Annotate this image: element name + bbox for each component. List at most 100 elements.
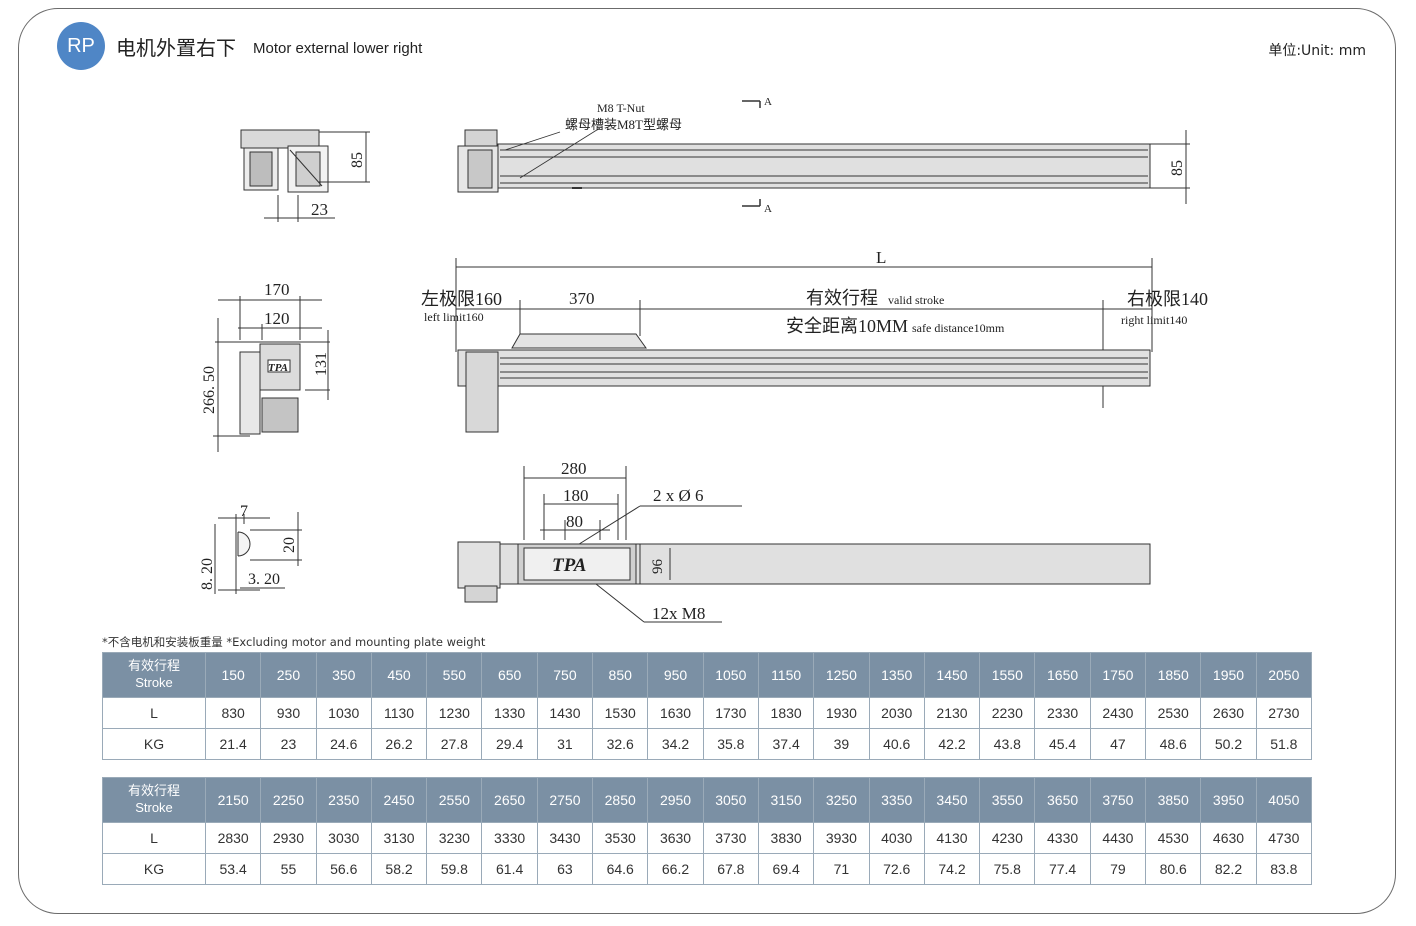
table-cell: 750 (536, 652, 594, 698)
row-label: L (102, 697, 206, 729)
table-cell: 4030 (868, 822, 925, 854)
tpa-logo-small: TPA (268, 362, 288, 374)
table-cell: 3450 (923, 777, 981, 823)
dim-85-left: 85 (349, 152, 366, 168)
stroke-label-en: Stroke (135, 675, 173, 690)
table-cell: 2750 (536, 777, 594, 823)
stroke-header-row: 有效行程 Stroke 2150 2250 2350 2450 2550 265… (102, 777, 1313, 823)
table-cell: 1850 (1145, 652, 1202, 698)
section-a-bottom: A (764, 203, 772, 215)
right-limit-en: right limit140 (1121, 313, 1187, 327)
table-cell: 2630 (1200, 697, 1257, 729)
table-cell: 1750 (1089, 652, 1147, 698)
table-cell: 1630 (647, 697, 704, 729)
safe-distance-cn: 安全距离10MM (786, 316, 908, 336)
table-cell: 1330 (481, 697, 538, 729)
table-cell: 4530 (1145, 822, 1202, 854)
table-cell: 3030 (315, 822, 372, 854)
dim-180: 180 (563, 486, 589, 505)
table-cell: 1250 (813, 652, 870, 698)
table-cell: 3950 (1200, 777, 1257, 823)
table-cell: 3830 (757, 822, 815, 854)
table-cell: 3430 (536, 822, 594, 854)
table-cell: 83.8 (1255, 853, 1313, 885)
table-cell: 2030 (868, 697, 925, 729)
table-cell: 56.6 (315, 853, 372, 885)
table-cell: 2330 (1034, 697, 1091, 729)
table-cell: 650 (481, 652, 538, 698)
table-cell: 1030 (315, 697, 372, 729)
table-cell: 72.6 (868, 853, 925, 885)
table-cell: 34.2 (647, 728, 704, 760)
spec-table-1: 有效行程 Stroke 150 250 350 450 550 650 750 … (102, 652, 1313, 760)
stroke-header-label: 有效行程 Stroke (102, 777, 206, 823)
table-cell: 74.2 (923, 853, 981, 885)
table-cell: 150 (204, 652, 262, 698)
table-cell: 3530 (592, 822, 649, 854)
length-row: L 2830 2930 3030 3130 3230 3330 3430 353… (102, 822, 1313, 854)
table-cell: 58.2 (370, 853, 428, 885)
dim-80: 80 (566, 512, 583, 531)
table-cell: 64.6 (592, 853, 649, 885)
dim-7: 7 (240, 503, 248, 520)
table-cell: 3930 (813, 822, 870, 854)
dim-131: 131 (313, 352, 330, 376)
dim-L: L (876, 248, 886, 267)
table-cell: 1150 (757, 652, 815, 698)
table-cell: 2550 (426, 777, 483, 823)
table-cell: 80.6 (1145, 853, 1202, 885)
rail-bottom-view (457, 466, 1151, 623)
table-cell: 63 (536, 853, 594, 885)
table-cell: 3350 (868, 777, 925, 823)
table-cell: 71 (813, 853, 870, 885)
table-cell: 350 (315, 652, 372, 698)
dim-23: 23 (311, 200, 328, 219)
weight-row: KG 53.4 55 56.6 58.2 59.8 61.4 63 64.6 6… (102, 853, 1313, 885)
rail-side-view (455, 258, 1153, 433)
table-cell: 40.6 (868, 728, 925, 760)
row-label: KG (102, 853, 206, 885)
slot-detail-view (214, 512, 302, 594)
table-cell: 3550 (979, 777, 1036, 823)
dim-266: 266. 50 (201, 366, 218, 414)
table-cell: 2130 (923, 697, 981, 729)
section-a-top: A (764, 96, 772, 108)
table-cell: 1830 (757, 697, 815, 729)
hole-label: 2 x Ø 6 (653, 486, 704, 505)
table-cell: 2450 (370, 777, 428, 823)
table-cell: 4630 (1200, 822, 1257, 854)
right-limit-cn: 右极限140 (1127, 289, 1208, 309)
table-cell: 2830 (204, 822, 262, 854)
table-cell: 550 (426, 652, 483, 698)
stroke-label-en: Stroke (135, 800, 173, 815)
table-cell: 4430 (1089, 822, 1147, 854)
weight-row: KG 21.4 23 24.6 26.2 27.8 29.4 31 32.6 3… (102, 728, 1313, 760)
table-cell: 42.2 (923, 728, 981, 760)
dim-820: 8. 20 (199, 558, 216, 590)
rail-top-view (457, 100, 1190, 207)
table-cell: 250 (260, 652, 317, 698)
table-cell: 2150 (204, 777, 262, 823)
table-cell: 55 (260, 853, 317, 885)
table-cell: 77.4 (1034, 853, 1091, 885)
table-cell: 79 (1089, 853, 1147, 885)
table-cell: 930 (260, 697, 317, 729)
table-cell: 2430 (1089, 697, 1147, 729)
left-limit-en: left limit160 (424, 310, 484, 324)
table-cell: 3850 (1145, 777, 1202, 823)
table-cell: 3630 (647, 822, 704, 854)
table-cell: 3150 (757, 777, 815, 823)
table-cell: 4330 (1034, 822, 1091, 854)
tnut-label: M8 T-Nut (597, 101, 645, 115)
table-cell: 2850 (592, 777, 649, 823)
table-cell: 1950 (1200, 652, 1257, 698)
table-cell: 35.8 (702, 728, 759, 760)
table-cell: 3650 (1034, 777, 1091, 823)
row-label: L (102, 822, 206, 854)
end-view-top (240, 129, 370, 222)
tpa-logo-large: TPA (552, 555, 586, 576)
page-frame (18, 8, 1396, 914)
table-cell: 67.8 (702, 853, 759, 885)
table-cell: 32.6 (592, 728, 649, 760)
dim-96: 96 (650, 559, 666, 575)
